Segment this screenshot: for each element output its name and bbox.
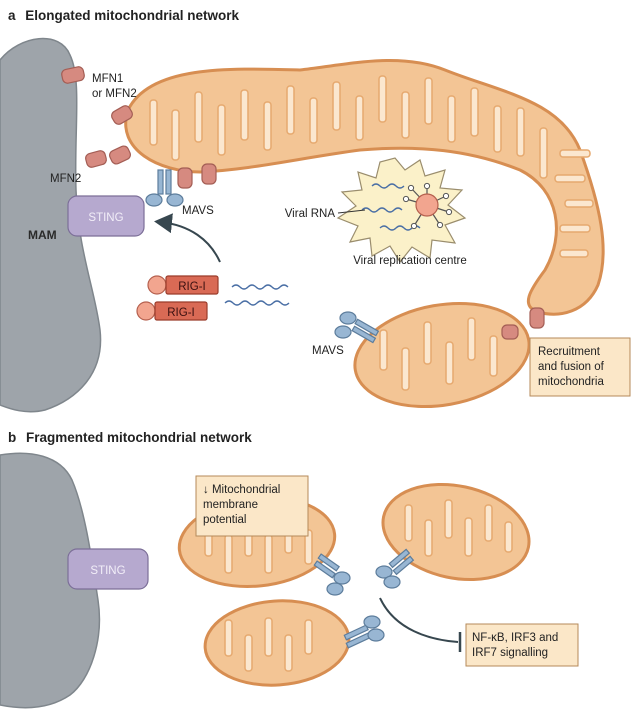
panel-a-header: a Elongated mitochondrial network xyxy=(8,8,240,23)
recruitment-line-1: Recruitment xyxy=(538,346,601,358)
potential-box xyxy=(195,475,309,537)
viral-replication-centre-label: Viral replication centre xyxy=(353,255,467,267)
fragment-mito-3-cristae xyxy=(224,617,313,672)
mavs-bottom-label: MAVS xyxy=(312,345,344,357)
panel-b-title: Fragmented mitochondrial network xyxy=(26,430,252,445)
mavs-b-1 xyxy=(313,553,351,596)
potential-line-3: potential xyxy=(203,514,246,526)
signalling-line-1: NF-κB, IRF3 and xyxy=(472,632,558,644)
mfn1-label-line2: or MFN2 xyxy=(92,88,137,100)
recruitment-box xyxy=(529,337,631,397)
sting-box-b xyxy=(67,548,149,590)
virus-particle xyxy=(402,182,453,230)
mavs-top-label: MAVS xyxy=(182,205,214,217)
rig1-label-2: RIG-I xyxy=(167,307,194,319)
rig1-label-1: RIG-I xyxy=(178,281,205,293)
potential-line-2: membrane xyxy=(203,499,258,511)
mitochondrion-a-bottom xyxy=(353,301,531,409)
rig1-complex-2 xyxy=(136,301,208,321)
panel-a-title: Elongated mitochondrial network xyxy=(25,8,239,23)
signalling-line-2: IRF7 signalling xyxy=(472,647,548,659)
viral-rna-pointer xyxy=(337,209,366,214)
signalling-text: NF-κB, IRF3 and IRF7 signalling xyxy=(472,632,561,659)
panel-b-letter: b xyxy=(8,430,16,445)
mavs-top xyxy=(145,169,184,207)
er-membrane-a xyxy=(0,38,102,413)
potential-line-1: ↓ Mitochondrial xyxy=(203,484,280,496)
rig-to-mavs-arrow xyxy=(154,213,221,263)
mfn2-label: MFN2 xyxy=(50,173,81,185)
sting-box-a xyxy=(67,195,145,237)
sting-label-b: STING xyxy=(90,565,125,577)
mavs-bottom xyxy=(334,311,380,344)
recruitment-text: Recruitment and fusion of mitochondria xyxy=(538,346,607,388)
sting-label-a: STING xyxy=(88,212,123,224)
mavs-b-2 xyxy=(375,548,415,589)
rig1-complex-1 xyxy=(147,275,219,295)
mfn-proteins xyxy=(61,66,545,329)
recruitment-line-3: mitochondria xyxy=(538,376,604,388)
signalling-box xyxy=(465,623,579,667)
fragment-mito-2 xyxy=(381,482,531,582)
elongated-cristae-folds xyxy=(149,75,594,258)
mavs-b-3 xyxy=(343,615,385,649)
viral-rna-label: Viral RNA xyxy=(285,208,336,220)
mfn1-label-line1: MFN1 xyxy=(92,73,123,85)
er-membrane-b xyxy=(0,452,101,709)
potential-text: ↓ Mitochondrial membrane potential xyxy=(203,484,284,526)
inhibition-line xyxy=(379,597,459,643)
mam-label: MAM xyxy=(28,228,57,242)
fragment-mito-2-cristae xyxy=(404,499,513,557)
recruitment-line-2: and fusion of xyxy=(538,361,605,373)
viral-rna-squiggles xyxy=(224,284,290,306)
mfn-on-bottom-mito xyxy=(501,324,519,340)
panel-b-header: b Fragmented mitochondrial network xyxy=(8,430,252,445)
panel-a-letter: a xyxy=(8,8,16,23)
mitochondrion-a-bottom-cristae xyxy=(379,317,498,391)
